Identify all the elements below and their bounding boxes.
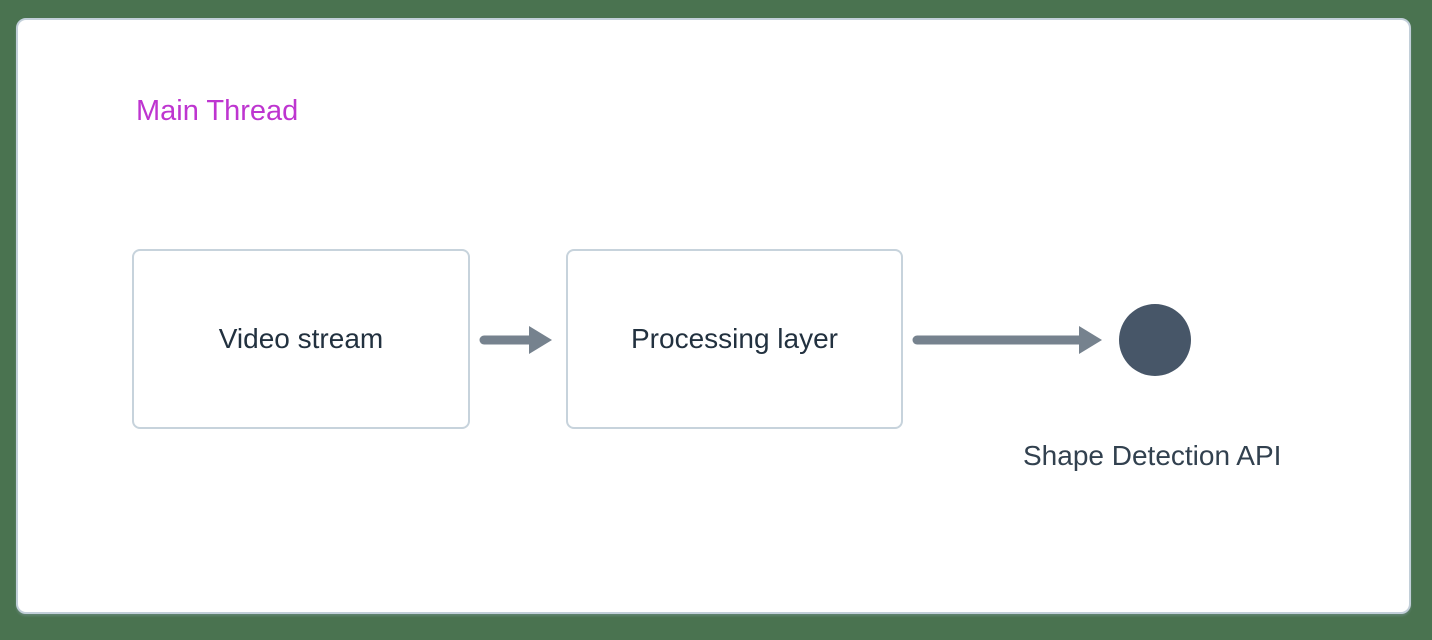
main-thread-title: Main Thread: [136, 95, 299, 127]
node-processing-layer: Processing layer: [566, 249, 903, 429]
node-processing-layer-label: Processing layer: [631, 323, 838, 354]
shape-detection-endpoint-circle: [1119, 304, 1191, 376]
arrow-right-icon: [911, 320, 1107, 360]
main-thread-panel: Main Thread Video stream Processing laye…: [16, 18, 1411, 614]
node-video-stream: Video stream: [132, 249, 470, 429]
shape-detection-api-label: Shape Detection API: [1023, 440, 1282, 471]
node-video-stream-label: Video stream: [218, 323, 384, 354]
arrow-right-icon: [479, 320, 555, 360]
